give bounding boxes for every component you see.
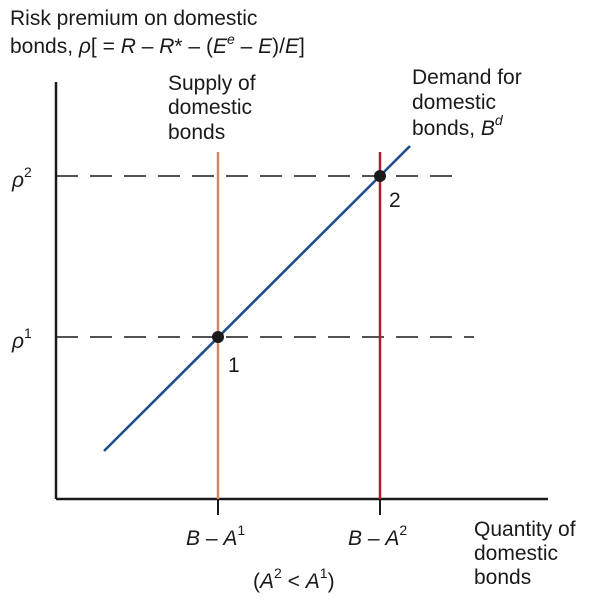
point-1-label: 1	[228, 354, 240, 377]
demand-curve	[103, 145, 411, 452]
demand-label-line3: bonds, Bd	[412, 112, 504, 140]
y-axis-title-line1: Risk premium on domestic	[10, 7, 257, 30]
x-axis-title-line2: domestic	[474, 542, 558, 565]
demand-label-line1: Demand for	[412, 66, 522, 89]
equilibrium-point-1	[212, 331, 224, 343]
x-axis-title-line1: Quantity of	[474, 518, 576, 541]
y-axis-title-line2: bonds, ρ[ = R – R* – (Ee – E)/E]	[10, 31, 305, 58]
demand-label-line2: domestic	[412, 91, 496, 114]
x-axis-title-line3: bonds	[474, 566, 531, 589]
x-tick-label-1: B – A1	[186, 522, 245, 550]
equilibrium-point-2	[374, 170, 386, 182]
x-tick-label-2: B – A2	[348, 522, 407, 550]
quantity-relation-note: (A2 < A1)	[253, 565, 335, 593]
point-2-label: 2	[389, 189, 401, 212]
supply-label-line2: domestic	[168, 96, 252, 119]
rho2-tick-label: ρ2	[11, 164, 32, 192]
rho1-tick-label: ρ1	[11, 325, 32, 353]
supply-label-line1: Supply of	[168, 72, 256, 95]
supply-label-line3: bonds	[168, 121, 225, 144]
